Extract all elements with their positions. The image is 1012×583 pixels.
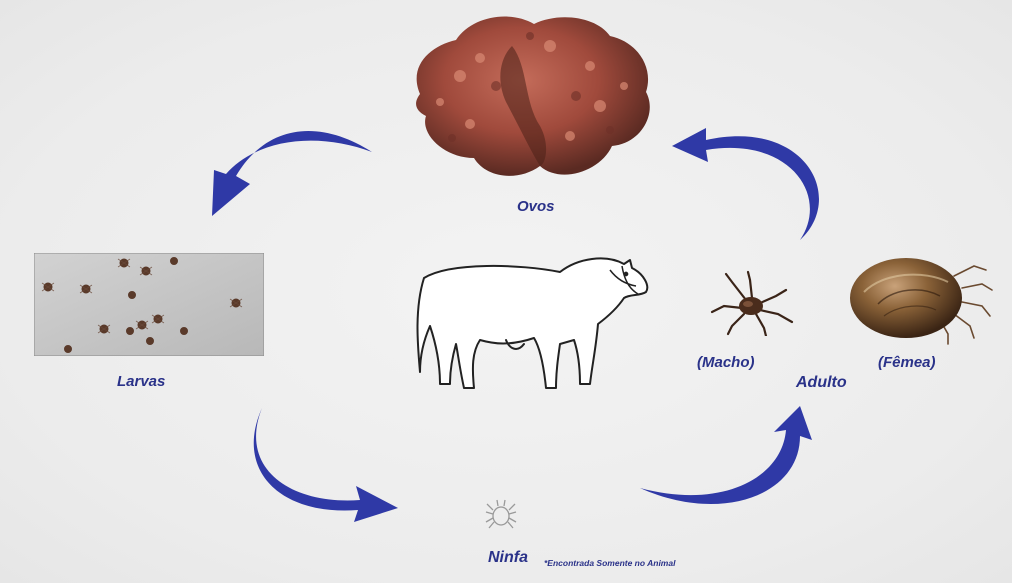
label-adult: Adulto xyxy=(796,374,847,392)
larvae-photo xyxy=(34,253,264,356)
arrow-eggs-to-larvae xyxy=(212,131,372,216)
arrow-larvae-to-nymph xyxy=(254,408,398,522)
egg-mass-photo xyxy=(400,6,660,192)
nymph-tick-icon xyxy=(484,496,518,530)
label-female: (Fêmea) xyxy=(878,354,936,371)
cow-icon xyxy=(410,248,656,396)
female-tick-icon xyxy=(844,252,994,346)
label-male: (Macho) xyxy=(697,354,755,371)
label-nymph-note: *Encontrada Somente no Animal xyxy=(544,558,675,568)
arrow-adult-to-eggs xyxy=(672,128,819,240)
arrow-nymph-to-adult xyxy=(640,406,812,504)
label-eggs: Ovos xyxy=(517,198,555,215)
male-tick-icon xyxy=(706,270,798,336)
label-nymph: Ninfa xyxy=(488,549,528,567)
label-larvae: Larvas xyxy=(117,373,165,390)
